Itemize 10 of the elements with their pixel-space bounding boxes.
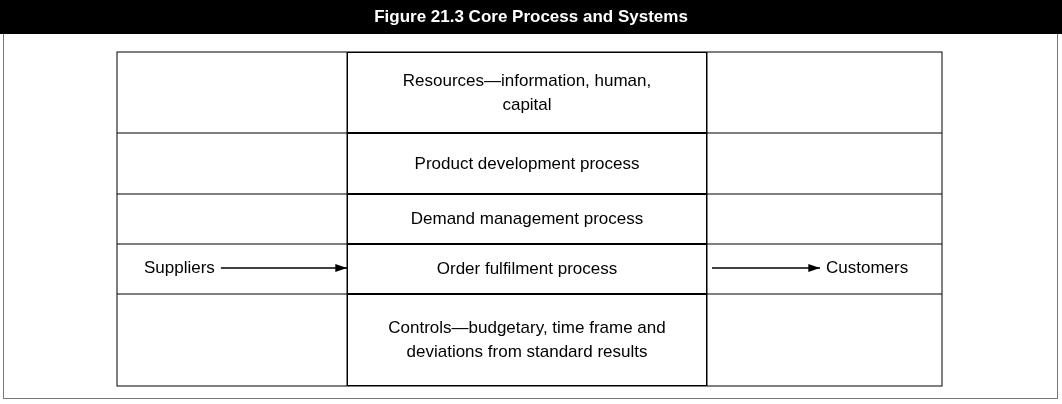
arrow — [220, 263, 348, 273]
party-label: Customers — [826, 256, 909, 280]
process-cell: Controls—budgetary, time frame and deviations from standard results — [347, 294, 707, 386]
process-cell: Resources—information, human, capital — [347, 52, 707, 133]
party-label: Suppliers — [144, 256, 215, 280]
arrow — [711, 263, 821, 273]
process-cell: Order fulfilment process — [347, 244, 707, 294]
process-cell: Product development process — [347, 133, 707, 194]
process-cell: Demand management process — [347, 194, 707, 244]
figure-title: Figure 21.3 Core Process and Systems — [0, 0, 1062, 34]
